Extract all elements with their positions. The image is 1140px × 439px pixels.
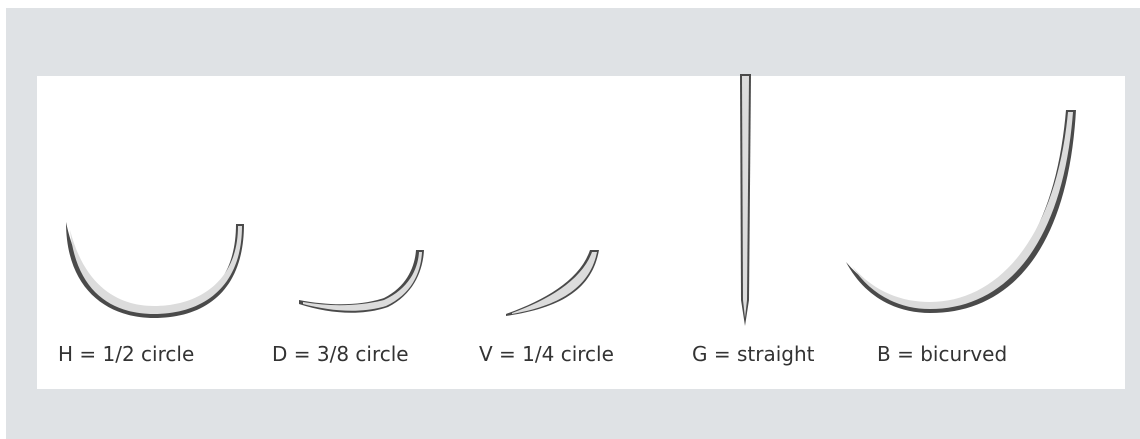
needle-label-quarter-circle: V = 1/4 circle — [479, 342, 614, 366]
needle-label-bicurved: B = bicurved — [877, 342, 1008, 366]
needle-label-straight: G = straight — [692, 342, 815, 366]
needle-label-three-eighths-circle: D = 3/8 circle — [272, 342, 409, 366]
needle-label-half-circle: H = 1/2 circle — [58, 342, 195, 366]
figure-frame — [6, 8, 1140, 439]
needle-panel — [37, 76, 1125, 389]
